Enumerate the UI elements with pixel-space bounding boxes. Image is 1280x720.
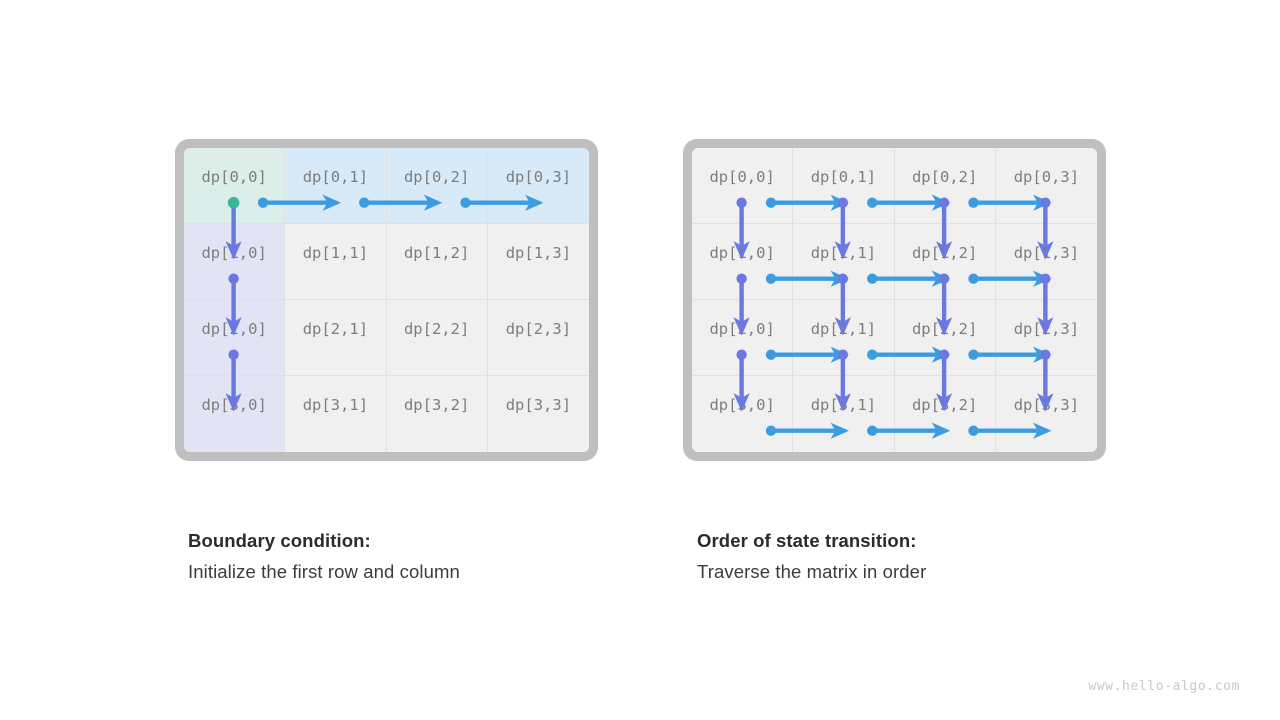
dp-cell-0-1: dp[0,1] bbox=[285, 148, 387, 224]
caption-body-right: Traverse the matrix in order bbox=[697, 561, 927, 582]
dp-cell-label: dp[0,1] bbox=[302, 167, 369, 186]
dp-cell-label: dp[1,2] bbox=[403, 243, 470, 262]
dp-cell-2-0: dp[2,0] bbox=[184, 300, 286, 376]
dp-grid-table-right: dp[0,0] dp[0,1] dp[0,2] dp[0,3] dp[1,0] dp[1,… bbox=[692, 148, 1097, 452]
dp-cell-label: dp[2,1] bbox=[810, 319, 877, 338]
dp-cell-1-2: dp[1,2] bbox=[386, 224, 488, 300]
dp-cell-3-3: dp[3,3] bbox=[487, 376, 589, 452]
dp-cell-0-2: dp[0,2] bbox=[386, 148, 488, 224]
dp-cell-1-1: dp[1,1] bbox=[793, 224, 895, 300]
dp-cell-3-1: dp[3,1] bbox=[793, 376, 895, 452]
dp-cell-label: dp[1,2] bbox=[911, 243, 978, 262]
dp-cell-0-0: dp[0,0] bbox=[184, 148, 286, 224]
dp-cell-3-3: dp[3,3] bbox=[995, 376, 1097, 452]
caption-title-left: Boundary condition: bbox=[188, 530, 371, 551]
dp-cell-label: dp[2,3] bbox=[505, 319, 572, 338]
dp-cell-label: dp[2,0] bbox=[201, 319, 267, 338]
dp-grid-inner-right: dp[0,0] dp[0,1] dp[0,2] dp[0,3] dp[1,0] dp[1,… bbox=[692, 148, 1097, 452]
dp-cell-0-2: dp[0,2] bbox=[894, 148, 996, 224]
dp-cell-label: dp[1,0] bbox=[709, 243, 775, 262]
panel-boundary-condition: dp[0,0] dp[0,1] dp[0,2] dp[0,3] dp[1,0] dp[1,… bbox=[175, 139, 598, 461]
watermark-url: www.hello-algo.com bbox=[1088, 679, 1240, 694]
dp-grid-frame-right: dp[0,0] dp[0,1] dp[0,2] dp[0,3] dp[1,0] dp[1,… bbox=[683, 139, 1106, 461]
dp-cell-label: dp[3,0] bbox=[709, 396, 775, 414]
dp-cell-label: dp[3,1] bbox=[302, 396, 369, 414]
dp-grid-table-left: dp[0,0] dp[0,1] dp[0,2] dp[0,3] dp[1,0] dp[1,… bbox=[184, 148, 589, 452]
dp-cell-label: dp[2,0] bbox=[709, 319, 775, 338]
dp-cell-label: dp[3,1] bbox=[810, 396, 877, 414]
dp-cell-label: dp[0,3] bbox=[505, 167, 572, 186]
dp-cell-label: dp[2,2] bbox=[911, 319, 978, 338]
dp-cell-label: dp[0,2] bbox=[403, 167, 470, 186]
dp-cell-2-1: dp[2,1] bbox=[285, 300, 387, 376]
dp-cell-2-3: dp[2,3] bbox=[487, 300, 589, 376]
dp-cell-label: dp[1,3] bbox=[1013, 243, 1080, 262]
dp-cell-label: dp[1,1] bbox=[302, 243, 369, 262]
dp-cell-label: dp[0,0] bbox=[709, 167, 775, 186]
panel-state-transition-order: dp[0,0] dp[0,1] dp[0,2] dp[0,3] dp[1,0] dp[1,… bbox=[683, 139, 1106, 461]
dp-grid-inner-left: dp[0,0] dp[0,1] dp[0,2] dp[0,3] dp[1,0] dp[1,… bbox=[184, 148, 589, 452]
dp-cell-label: dp[0,3] bbox=[1013, 167, 1080, 186]
dp-cell-1-1: dp[1,1] bbox=[285, 224, 387, 300]
dp-cell-3-0: dp[3,0] bbox=[692, 376, 794, 452]
dp-cell-2-0: dp[2,0] bbox=[692, 300, 794, 376]
dp-cell-label: dp[1,0] bbox=[201, 243, 267, 262]
dp-cell-0-3: dp[0,3] bbox=[487, 148, 589, 224]
dp-cell-label: dp[0,1] bbox=[810, 167, 877, 186]
dp-cell-1-0: dp[1,0] bbox=[184, 224, 286, 300]
dp-cell-2-2: dp[2,2] bbox=[386, 300, 488, 376]
dp-cell-3-0: dp[3,0] bbox=[184, 376, 286, 452]
dp-cell-3-1: dp[3,1] bbox=[285, 376, 387, 452]
caption-state-transition-order: Order of state transition: Traverse the … bbox=[697, 530, 1157, 583]
dp-cell-label: dp[2,3] bbox=[1013, 319, 1080, 338]
dp-cell-label: dp[1,1] bbox=[810, 243, 877, 262]
dp-cell-0-3: dp[0,3] bbox=[995, 148, 1097, 224]
dp-cell-0-1: dp[0,1] bbox=[793, 148, 895, 224]
caption-boundary-condition: Boundary condition: Initialize the first… bbox=[188, 530, 648, 583]
dp-cell-2-1: dp[2,1] bbox=[793, 300, 895, 376]
dp-cell-3-2: dp[3,2] bbox=[894, 376, 996, 452]
dp-cell-label: dp[0,2] bbox=[911, 167, 978, 186]
dp-cell-1-0: dp[1,0] bbox=[692, 224, 794, 300]
dp-cell-2-2: dp[2,2] bbox=[894, 300, 996, 376]
dp-cell-1-2: dp[1,2] bbox=[894, 224, 996, 300]
dp-cell-label: dp[0,0] bbox=[201, 167, 267, 186]
dp-cell-label: dp[3,0] bbox=[201, 396, 267, 414]
dp-cell-label: dp[3,3] bbox=[505, 396, 572, 414]
dp-cell-0-0: dp[0,0] bbox=[692, 148, 794, 224]
dp-cell-label: dp[3,3] bbox=[1013, 396, 1080, 414]
dp-cell-3-2: dp[3,2] bbox=[386, 376, 488, 452]
dp-cell-label: dp[2,1] bbox=[302, 319, 369, 338]
caption-title-right: Order of state transition: bbox=[697, 530, 917, 551]
dp-cell-label: dp[3,2] bbox=[911, 396, 978, 414]
dp-cell-1-3: dp[1,3] bbox=[995, 224, 1097, 300]
caption-body-left: Initialize the first row and column bbox=[188, 561, 460, 582]
dp-cell-label: dp[1,3] bbox=[505, 243, 572, 262]
dp-cell-1-3: dp[1,3] bbox=[487, 224, 589, 300]
dp-grid-frame-left: dp[0,0] dp[0,1] dp[0,2] dp[0,3] dp[1,0] dp[1,… bbox=[175, 139, 598, 461]
dp-cell-label: dp[3,2] bbox=[403, 396, 470, 414]
dp-cell-label: dp[2,2] bbox=[403, 319, 470, 338]
dp-cell-2-3: dp[2,3] bbox=[995, 300, 1097, 376]
